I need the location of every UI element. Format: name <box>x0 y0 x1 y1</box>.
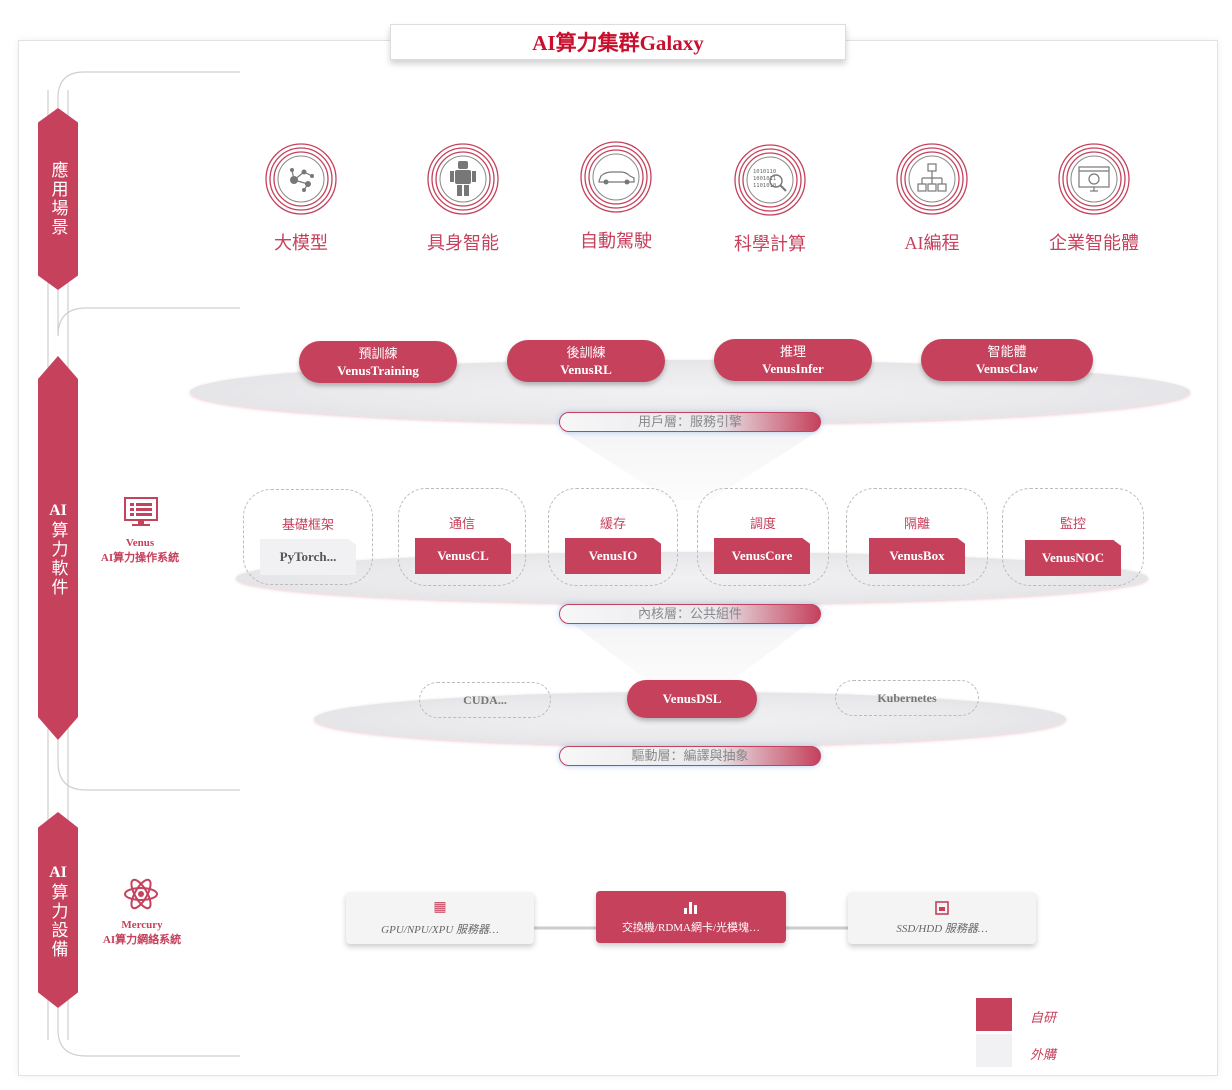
monitor-icon <box>124 497 158 526</box>
scenario-item: AI編程 <box>857 142 1007 255</box>
car-icon <box>580 141 652 213</box>
service-en: VenusTraining <box>337 363 419 378</box>
mercury-label: Mercury AI算力網絡系統 <box>86 918 198 948</box>
mercury-card <box>80 846 210 978</box>
kernel-component-value[interactable]: VenusCore <box>714 538 810 574</box>
robot-icon <box>427 143 499 215</box>
tab-ai-devices-label: 算力設備 <box>48 882 68 959</box>
scenario-label: 企業智能體 <box>1049 233 1139 253</box>
svg-text:1001011: 1001011 <box>753 176 776 182</box>
kernel-component-title: 通信 <box>448 516 475 531</box>
service-pill-infer[interactable]: 推理 VenusInfer <box>714 339 872 381</box>
tab-ai-software-label: 算力軟件 <box>48 520 68 597</box>
kernel-layer-ellipse <box>236 552 1148 604</box>
scenario-label: AI編程 <box>904 233 960 253</box>
scenario-label: 自動駕駛 <box>580 231 652 251</box>
kernel-component: 緩存 VenusIO <box>548 488 678 586</box>
svg-text:1010110: 1010110 <box>753 169 776 175</box>
dashboard-icon <box>1058 143 1130 215</box>
grid-icon: ▦ <box>433 900 447 915</box>
service-en: VenusRL <box>560 362 612 377</box>
scenario-item: 自動駕駛 <box>541 140 691 253</box>
hardware-label: GPU/NPU/XPU 服務器… <box>381 924 499 936</box>
scenario-item: 具身智能 <box>388 142 538 255</box>
driver-kubernetes[interactable]: Kubernetes <box>835 680 979 716</box>
kernel-component: 隔離 VenusBox <box>846 488 988 586</box>
driver-venusdsl[interactable]: VenusDSL <box>627 680 757 718</box>
hardware-network[interactable]: 交換機/RDMA網卡/光模塊… <box>596 891 786 943</box>
kernel-component-value[interactable]: VenusNOC <box>1025 540 1121 576</box>
service-pill-rl[interactable]: 後訓練 VenusRL <box>507 340 665 382</box>
service-cn: 預訓練 <box>358 346 398 361</box>
mercury-subtitle: AI算力網絡系統 <box>102 934 182 946</box>
scenario-label: 科學計算 <box>734 234 806 254</box>
hardware-storage[interactable]: SSD/HDD 服務器… <box>848 892 1036 944</box>
venus-subtitle: AI算力操作系統 <box>100 552 180 564</box>
kernel-component-title: 緩存 <box>599 516 626 531</box>
service-cn: 智能體 <box>987 344 1027 359</box>
service-en: VenusClaw <box>975 361 1039 376</box>
service-cn: 後訓練 <box>566 345 606 360</box>
atom-icon <box>124 878 158 910</box>
service-en: VenusInfer <box>762 361 824 376</box>
driver-layer-label: 驅動層：編譯與抽象 <box>559 746 821 766</box>
storage-icon <box>935 900 949 915</box>
legend-swatch-external <box>976 1034 1012 1067</box>
tab-application-scenarios-label: 應用場景 <box>48 161 68 237</box>
legend-swatch-own <box>976 998 1012 1031</box>
network-nodes-icon <box>265 143 337 215</box>
venus-label: Venus AI算力操作系統 <box>84 536 196 566</box>
kernel-component: 監控 VenusNOC <box>1002 488 1144 586</box>
kernel-component-value[interactable]: PyTorch... <box>260 539 356 575</box>
driver-cuda[interactable]: CUDA... <box>419 682 551 718</box>
scenario-label: 大模型 <box>274 233 328 253</box>
kernel-layer-label: 內核層：公共組件 <box>559 604 821 624</box>
diagram-title: AI算力集群Galaxy <box>390 24 846 60</box>
user-layer-label: 用戶層：服務引擎 <box>559 412 821 432</box>
tab-ai-devices: AI 算力設備 <box>38 812 78 1008</box>
mercury-name: Mercury <box>121 919 163 931</box>
kernel-component-title: 基礎框架 <box>281 517 334 532</box>
kernel-component: 通信 VenusCL <box>398 488 526 586</box>
service-pill-claw[interactable]: 智能體 VenusClaw <box>921 339 1093 381</box>
kernel-component-value[interactable]: VenusBox <box>869 538 965 574</box>
kernel-component-value[interactable]: VenusIO <box>565 538 661 574</box>
scenario-label: 具身智能 <box>427 233 499 253</box>
hardware-servers[interactable]: ▦ GPU/NPU/XPU 服務器… <box>346 892 534 944</box>
service-pill-training[interactable]: 預訓練 VenusTraining <box>299 341 457 383</box>
svg-text:1101010: 1101010 <box>753 183 776 189</box>
hardware-label: 交換機/RDMA網卡/光模塊… <box>621 921 761 934</box>
tab-ai-software-prefix: AI <box>49 501 67 519</box>
tab-ai-software: AI 算力軟件 <box>38 356 78 740</box>
tab-application-scenarios: 應用場景 <box>38 108 78 290</box>
venus-name: Venus <box>125 537 155 549</box>
venus-card <box>80 392 198 706</box>
kernel-component: 基礎框架 PyTorch... <box>243 489 373 585</box>
kernel-component-title: 隔離 <box>903 516 930 531</box>
kernel-component-title: 調度 <box>749 516 776 531</box>
legend-own-label: 自研 <box>1030 1010 1057 1025</box>
service-cn: 推理 <box>779 344 806 359</box>
legend-external-label: 外購 <box>1030 1047 1057 1062</box>
flowchart-icon <box>896 143 968 215</box>
hardware-connectors <box>530 926 850 930</box>
kernel-component: 調度 VenusCore <box>697 488 829 586</box>
scenario-item: 企業智能體 <box>1019 142 1169 255</box>
hardware-label: SSD/HDD 服務器… <box>896 922 988 935</box>
kernel-component-title: 監控 <box>1059 516 1086 531</box>
tab-ai-devices-prefix: AI <box>49 863 67 881</box>
scenario-item: 大模型 <box>226 142 376 255</box>
bar-chart-icon <box>684 901 697 914</box>
kernel-component-value[interactable]: VenusCL <box>415 538 511 574</box>
